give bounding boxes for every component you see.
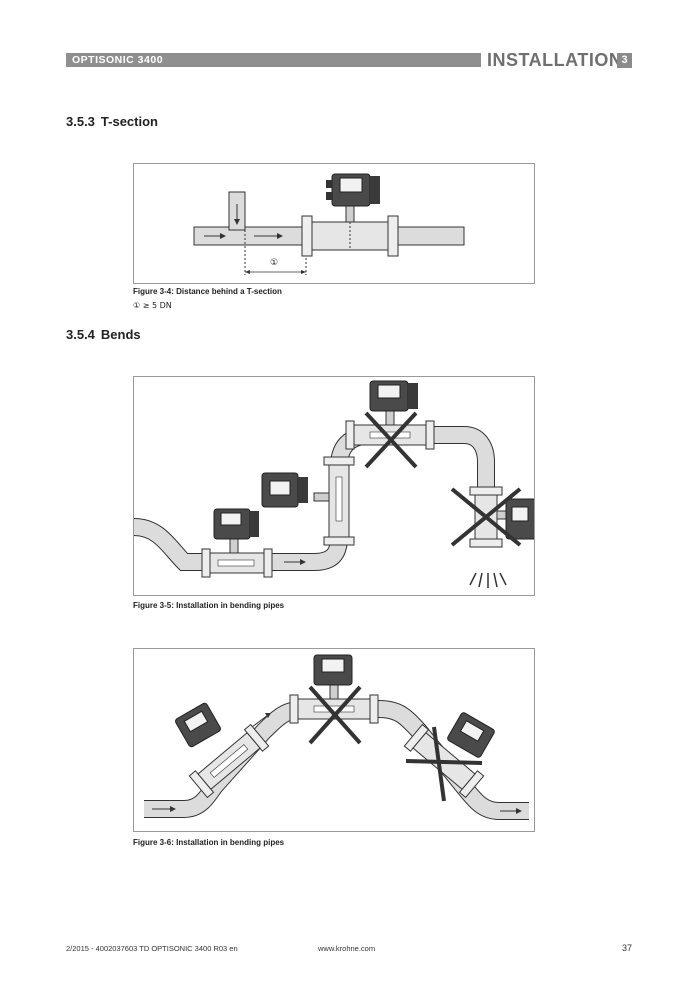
footer-document-id: 2/2015 - 4002037603 TD OPTISONIC 3400 R0… bbox=[66, 944, 238, 953]
dimension-callout: ① bbox=[270, 258, 279, 268]
t-section-diagram bbox=[193, 173, 465, 275]
bending-pipes-diagram-1 bbox=[134, 380, 534, 588]
section-title: Bends bbox=[100, 327, 141, 342]
figure-3-4-caption: Figure 3-4: Distance behind a T-section bbox=[133, 287, 282, 296]
section-number: 3.5.4 bbox=[66, 327, 95, 342]
header-section-title: INSTALLATION bbox=[487, 50, 623, 70]
header-bar bbox=[66, 53, 481, 67]
footer-page-number: 37 bbox=[622, 943, 633, 953]
header-section-number: 3 bbox=[617, 53, 632, 68]
header-product: OPTISONIC 3400 bbox=[72, 54, 164, 66]
figure-3-5-caption: Figure 3-5: Installation in bending pipe… bbox=[133, 601, 285, 610]
figure-bending-pipes-1 bbox=[133, 376, 535, 596]
bending-pipes-diagram-2 bbox=[144, 654, 529, 820]
section-heading-bends: 3.5.4 Bends bbox=[66, 327, 141, 342]
section-heading-t-section: 3.5.3 T-section bbox=[66, 114, 158, 129]
figure-t-section: ① bbox=[133, 163, 535, 284]
section-title: T-section bbox=[100, 114, 158, 129]
figure-bending-pipes-2 bbox=[133, 648, 535, 832]
figure-3-6-caption: Figure 3-6: Installation in bending pipe… bbox=[133, 838, 285, 847]
section-number: 3.5.3 bbox=[66, 114, 95, 129]
footer-website: www.krohne.com bbox=[318, 944, 376, 953]
figure-3-4-legend: ① ≥ 5 DN bbox=[133, 301, 172, 310]
